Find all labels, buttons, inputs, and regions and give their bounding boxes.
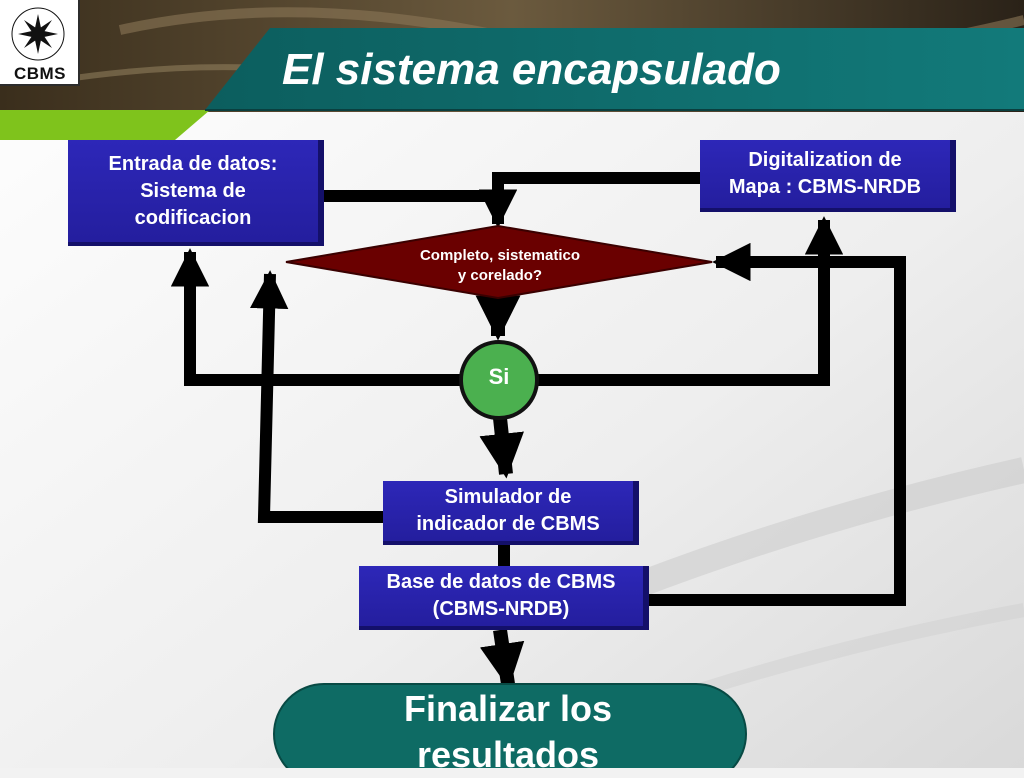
connector-simulador-decision — [249, 270, 383, 523]
node-base-label: Base de datos de CBMS (CBMS-NRDB) — [386, 571, 616, 620]
decision-label: Completo, sistematico y corelado? — [419, 247, 581, 284]
logo-wordmark: CBMS — [13, 64, 67, 83]
node-base-datos: Base de datos de CBMS (CBMS-NRDB) — [359, 566, 649, 630]
title-band — [205, 28, 1024, 110]
node-entrada-label: Entrada de datos: Sistema de codificacio… — [108, 152, 278, 229]
si-label: Si — [488, 364, 510, 389]
slide-title: El sistema encapsulado — [282, 45, 781, 94]
connector-si-mapa — [538, 216, 844, 386]
final-label: Finalizar los resultados — [403, 688, 613, 775]
connector-si-simulador — [479, 417, 524, 479]
decision-diamond — [285, 224, 713, 300]
node-digitalization-mapa: Digitalization de Mapa : CBMS-NRDB — [700, 140, 956, 212]
connector-entrada-decision — [322, 189, 518, 228]
cbms-logo: CBMS — [0, 0, 80, 86]
node-mapa-label: Digitalization de Mapa : CBMS-NRDB — [728, 149, 922, 198]
connector-mapa-decision — [478, 172, 700, 228]
node-entrada-datos: Entrada de datos: Sistema de codificacio… — [68, 140, 324, 246]
connector-base-decision — [649, 242, 906, 606]
node-simulador-label: Simulador de indicador de CBMS — [416, 486, 600, 535]
connector-si-entrada — [170, 248, 460, 386]
si-circle — [459, 340, 539, 420]
final-terminator — [273, 683, 747, 768]
connector-base-final — [479, 628, 525, 689]
node-simulador: Simulador de indicador de CBMS — [383, 481, 639, 545]
sun-emblem-icon — [11, 7, 65, 61]
green-accent-band — [0, 110, 210, 140]
